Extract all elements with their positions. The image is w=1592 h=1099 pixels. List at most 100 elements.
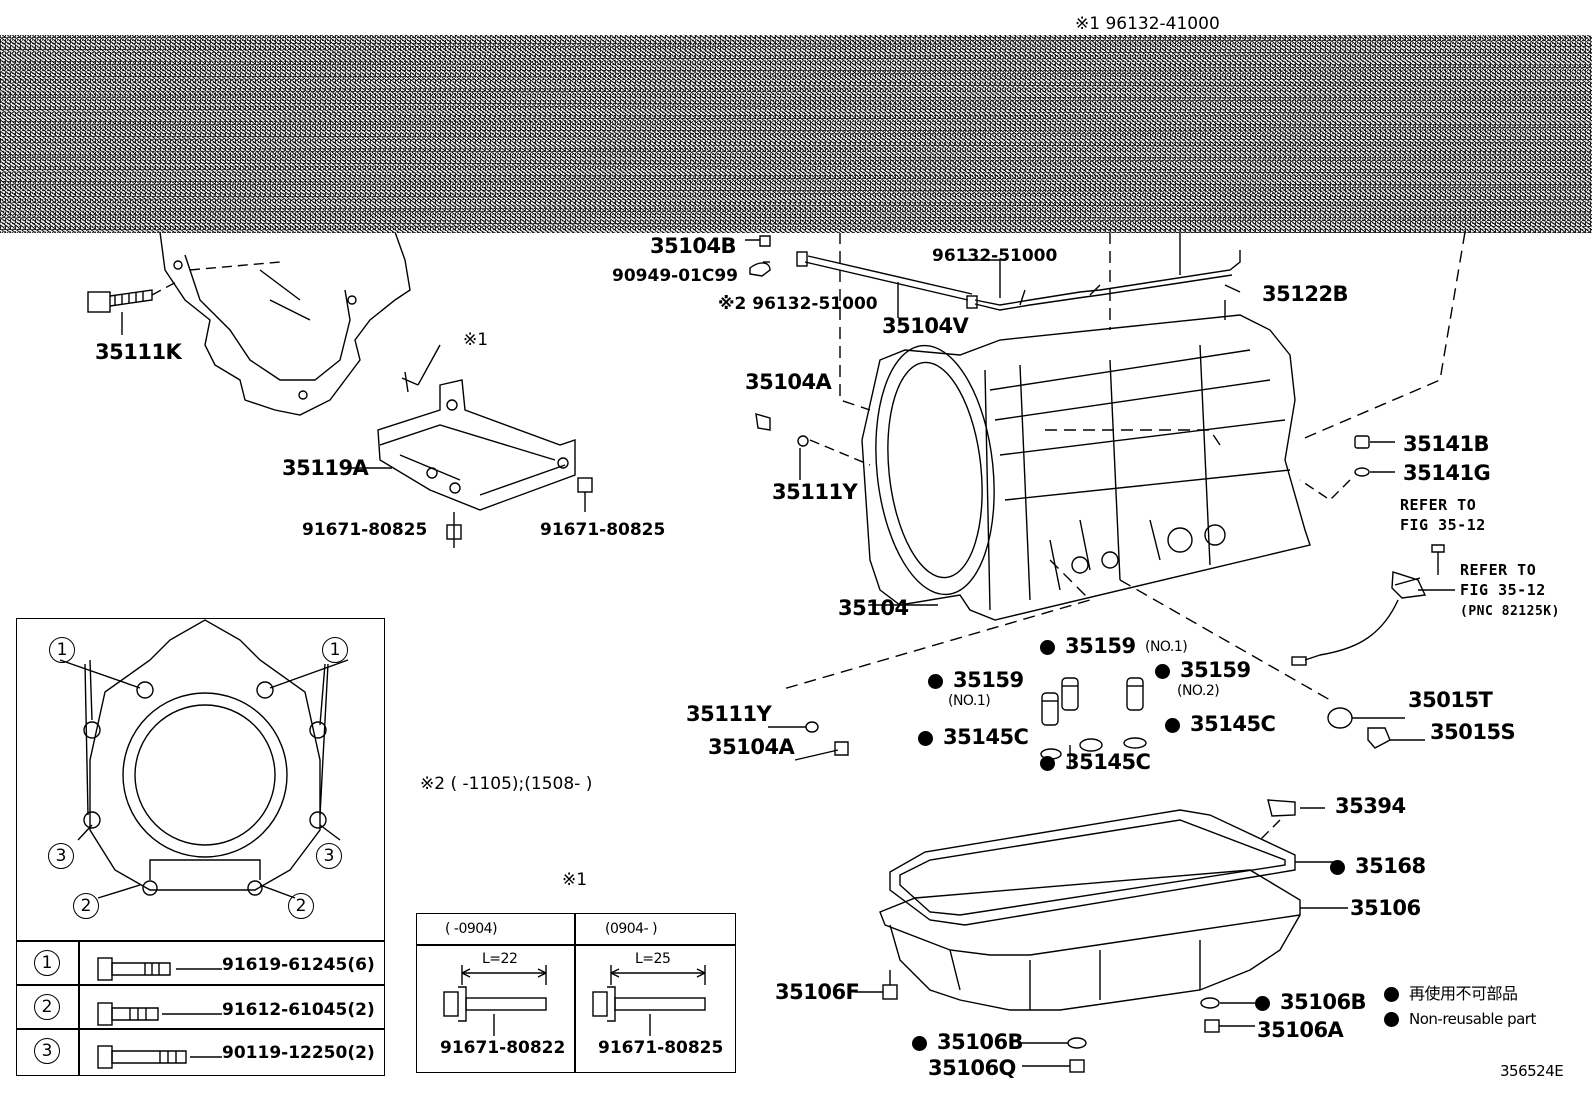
bolt-row-2-num: 2 [34,994,60,1020]
part-label-35159-top[interactable]: 35159 [1040,636,1136,657]
bolt-table [16,940,385,1076]
top-note: ※1 96132-41000 [1075,14,1220,34]
plug-seal-bottom-drawing [768,721,849,761]
part-label-35111Y-bottom[interactable]: 35111Y [686,702,772,726]
part-label-35015T[interactable]: 35015T [1408,688,1493,712]
pan-fasteners-drawing [855,970,1255,1073]
part-label-96132-51000[interactable]: 96132-51000 [932,246,1058,266]
x1-table-divider [574,913,576,1073]
transmission-case-drawing [861,300,1311,621]
bell-housing-drawing [159,231,411,416]
dashed-leaders [779,231,1466,701]
part-label-35145C-left[interactable]: 35145C [918,727,1029,748]
part-label-35106[interactable]: 35106 [1350,896,1421,920]
noise-overlay [0,35,1592,233]
part-label-90949-01C99[interactable]: 90949-01C99 [612,266,738,286]
callout-1-left: 1 [49,637,75,663]
part-label-35145C-mid[interactable]: 35145C [1040,752,1151,773]
refer-note-1-line1: REFER TO [1400,496,1477,514]
plug-seal-top-drawing [755,413,871,480]
part-label-35111K[interactable]: 35111K [95,340,182,364]
non-reusable-dot [1040,755,1055,771]
non-reusable-dot [1330,859,1345,875]
non-reusable-dot [1165,717,1180,733]
bolt-row-3-num: 3 [34,1038,60,1064]
non-reusable-dot [912,1035,927,1051]
part-label-35106Q[interactable]: 35106Q [928,1056,1016,1080]
part-note-35159-right: (NO.2) [1177,683,1220,699]
x1-table-mark: ※1 [562,870,588,890]
legend-nr-en: Non-reusable part [1384,1012,1536,1027]
bolt-row-1-num: 1 [34,950,60,976]
legend-nr-jp: 再使用不可部品 [1384,986,1518,1002]
bolt-table-row-line [16,984,385,986]
bracket-35119A-drawing [350,344,593,548]
non-reusable-dot [1255,995,1270,1011]
part-label-35168[interactable]: 35168 [1330,856,1426,877]
part-label-35104[interactable]: 35104 [838,596,909,620]
x1-col2-head: (0904- ) [605,921,658,937]
bolt-table-row-line [16,1028,385,1030]
part-label-35015S[interactable]: 35015S [1430,720,1516,744]
x1-table-header-line [416,944,736,946]
figure-id: 356524E [1500,1062,1564,1080]
part-label-96132-51000-x2[interactable]: ※2 96132-51000 [718,294,878,314]
oil-tubes-drawing [796,232,1241,318]
part-label-35159-right[interactable]: 35159 [1155,660,1251,681]
x1-col2-length: L=25 [635,951,671,967]
x1-col1-head: ( -0904) [445,921,498,937]
part-label-35104V[interactable]: 35104V [882,314,969,338]
non-reusable-dot [918,730,933,746]
part-label-35104A-top[interactable]: 35104A [745,370,832,394]
part-label-35141G[interactable]: 35141G [1403,461,1491,485]
x1-mark: ※1 [463,330,489,350]
x1-table [416,913,736,1073]
refer-note-2-line1: REFER TO [1460,561,1537,579]
part-label-35159-left[interactable]: 35159 [928,670,1024,691]
part-label-35104B[interactable]: 35104B [650,234,737,258]
part-label-35106F[interactable]: 35106F [775,980,860,1004]
x1-col1-length: L=22 [482,951,518,967]
plug-35141-drawing [1299,435,1395,501]
refer-note-2-line3: (PNC 82125K) [1460,604,1560,619]
bolt-row-3-part[interactable]: 90119-12250(2) [222,1043,375,1063]
callout-2-right: 2 [288,893,314,919]
callout-1-right: 1 [322,637,348,663]
x1-table-drawings [443,965,706,1036]
part-label-35106B-right[interactable]: 35106B [1255,992,1367,1013]
housing-front-view-box [16,618,385,942]
x1-col1-part[interactable]: 91671-80822 [440,1038,566,1058]
non-reusable-dot [1384,987,1399,1002]
refer-note-2-line2: FIG 35-12 [1460,581,1546,599]
part-label-35106A[interactable]: 35106A [1257,1018,1344,1042]
part-label-35141B[interactable]: 35141B [1403,432,1490,456]
x1-col2-part[interactable]: 91671-80825 [598,1038,724,1058]
bolt-table-divider [78,940,80,1075]
part-note-35159-left: (NO.1) [948,693,991,709]
refer-note-1-line2: FIG 35-12 [1400,516,1486,534]
part-label-35122B[interactable]: 35122B [1262,282,1349,306]
part-label-35111Y-top[interactable]: 35111Y [772,480,858,504]
part-note-35159-top: (NO.1) [1145,639,1188,655]
part-label-91671-80825-left[interactable]: 91671-80825 [302,520,428,540]
part-label-35106B-left[interactable]: 35106B [912,1032,1024,1053]
callout-3-right: 3 [316,843,342,869]
non-reusable-dot [928,673,943,689]
part-label-35119A[interactable]: 35119A [282,456,369,480]
filter-35394-drawing [1259,799,1325,841]
accumulator-pistons-drawing [1040,677,1147,768]
bolt-row-1-part[interactable]: 91619-61245(6) [222,955,375,975]
part-label-35104A-bottom[interactable]: 35104A [708,735,795,759]
part-label-35394[interactable]: 35394 [1335,794,1406,818]
bolt-table-drawings [97,957,222,1069]
part-label-91671-80825-right[interactable]: 91671-80825 [540,520,666,540]
oil-pan-drawing [879,809,1348,1011]
leader-lines [912,577,1421,606]
fittings-top-drawing [745,235,771,277]
speed-sensor-drawing [1291,544,1455,666]
oring-plug-drawing [1327,707,1425,749]
part-label-35145C-right[interactable]: 35145C [1165,714,1276,735]
bolt-row-2-part[interactable]: 91612-61045(2) [222,1000,375,1020]
